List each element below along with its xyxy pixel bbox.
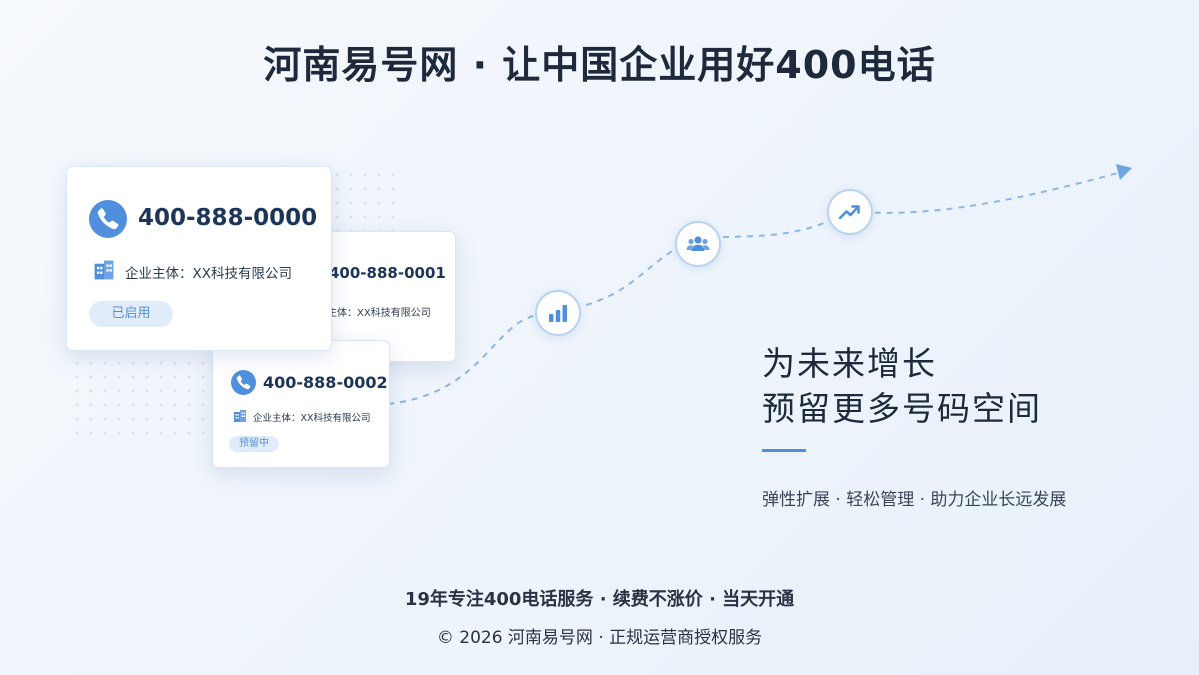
hero-line-1: 为未来增长 bbox=[762, 344, 937, 383]
accent-divider bbox=[762, 449, 806, 452]
building-icon bbox=[234, 410, 246, 422]
card-entity: 企业主体：XX科技有限公司 bbox=[125, 266, 292, 282]
phone-icon bbox=[89, 200, 127, 238]
number-card-0000[interactable]: 400-888-0000 企业主体：XX科技有限公司 已启用 bbox=[66, 166, 332, 351]
page-title: 河南易号网 · 让中国企业用好400电话 bbox=[263, 43, 936, 87]
status-badge: 预留中 bbox=[229, 436, 279, 452]
milestone-users bbox=[675, 221, 721, 267]
status-badge: 已启用 bbox=[89, 301, 173, 327]
card-number: 400-888-0002 bbox=[263, 373, 388, 392]
users-icon bbox=[686, 236, 710, 251]
card-number: 400-888-0001 bbox=[329, 264, 446, 282]
arrow-head-icon bbox=[1116, 164, 1132, 180]
hero-tagline: 弹性扩展 · 轻松管理 · 助力企业长远发展 bbox=[762, 490, 1067, 510]
card-entity: 企业主体：XX科技有限公司 bbox=[307, 308, 431, 319]
trend-up-icon bbox=[838, 205, 860, 220]
number-card-0002[interactable]: 400-888-0002 企业主体：XX科技有限公司 预留中 bbox=[212, 340, 390, 468]
building-icon bbox=[94, 260, 114, 280]
milestone-trend bbox=[827, 189, 873, 235]
footer-copyright: © 2026 河南易号网 · 正规运营商授权服务 bbox=[436, 628, 763, 648]
phone-icon bbox=[231, 370, 256, 395]
bar-chart-icon bbox=[549, 305, 567, 322]
hero-line-2: 预留更多号码空间 bbox=[762, 389, 1042, 428]
dot-pattern-top bbox=[330, 168, 400, 232]
footer-highlights: 19年专注400电话服务 · 续费不涨价 · 当天开通 bbox=[404, 589, 795, 610]
card-number: 400-888-0000 bbox=[138, 205, 318, 231]
milestone-bar-chart bbox=[535, 290, 581, 336]
dot-pattern-left bbox=[70, 356, 210, 440]
card-entity: 企业主体：XX科技有限公司 bbox=[253, 413, 371, 424]
